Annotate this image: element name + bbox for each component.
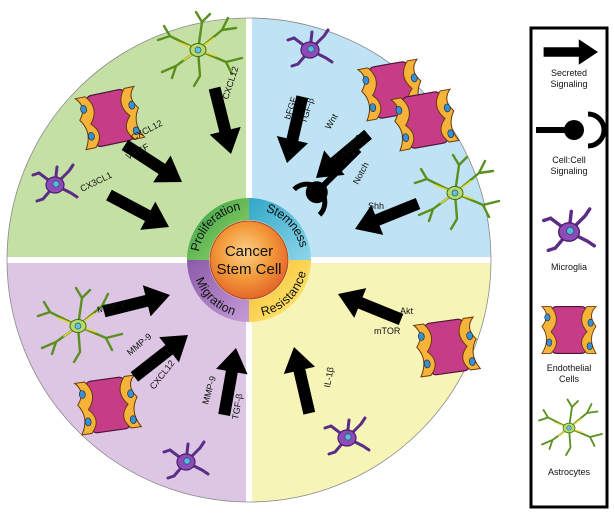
cancer-stem-cell bbox=[209, 220, 289, 300]
signal-label: TGF-β bbox=[230, 393, 244, 421]
proliferation-ring bbox=[187, 198, 249, 260]
legend-label: Signaling bbox=[550, 79, 587, 89]
stemness-ring bbox=[249, 198, 311, 260]
signal-label: Akt bbox=[400, 306, 414, 316]
resistance-ring bbox=[249, 260, 311, 322]
signal-label: Shh bbox=[368, 201, 384, 211]
signal-label: IL-1β bbox=[322, 366, 335, 388]
legend-label: Signaling bbox=[550, 166, 587, 176]
center-line1: Cancer bbox=[225, 243, 273, 260]
legend-label: Microglia bbox=[551, 262, 587, 272]
legend-label: Astrocytes bbox=[548, 467, 591, 477]
cell-cell-signaling-legend-icon bbox=[536, 111, 607, 149]
signal-label: mTOR bbox=[374, 326, 401, 336]
legend-label: Cells bbox=[559, 374, 580, 384]
legend-label: Endothelial bbox=[547, 363, 592, 373]
legend-label: Cell:Cell bbox=[552, 155, 586, 165]
legend-label: Secreted bbox=[551, 68, 587, 78]
endothelial-cells-legend-icon bbox=[541, 306, 597, 354]
center-line2: Stem Cell bbox=[216, 261, 281, 278]
cell-cell-signaling-icon bbox=[292, 147, 362, 217]
resistance-quadrant bbox=[249, 260, 491, 502]
migration-ring bbox=[187, 260, 249, 322]
